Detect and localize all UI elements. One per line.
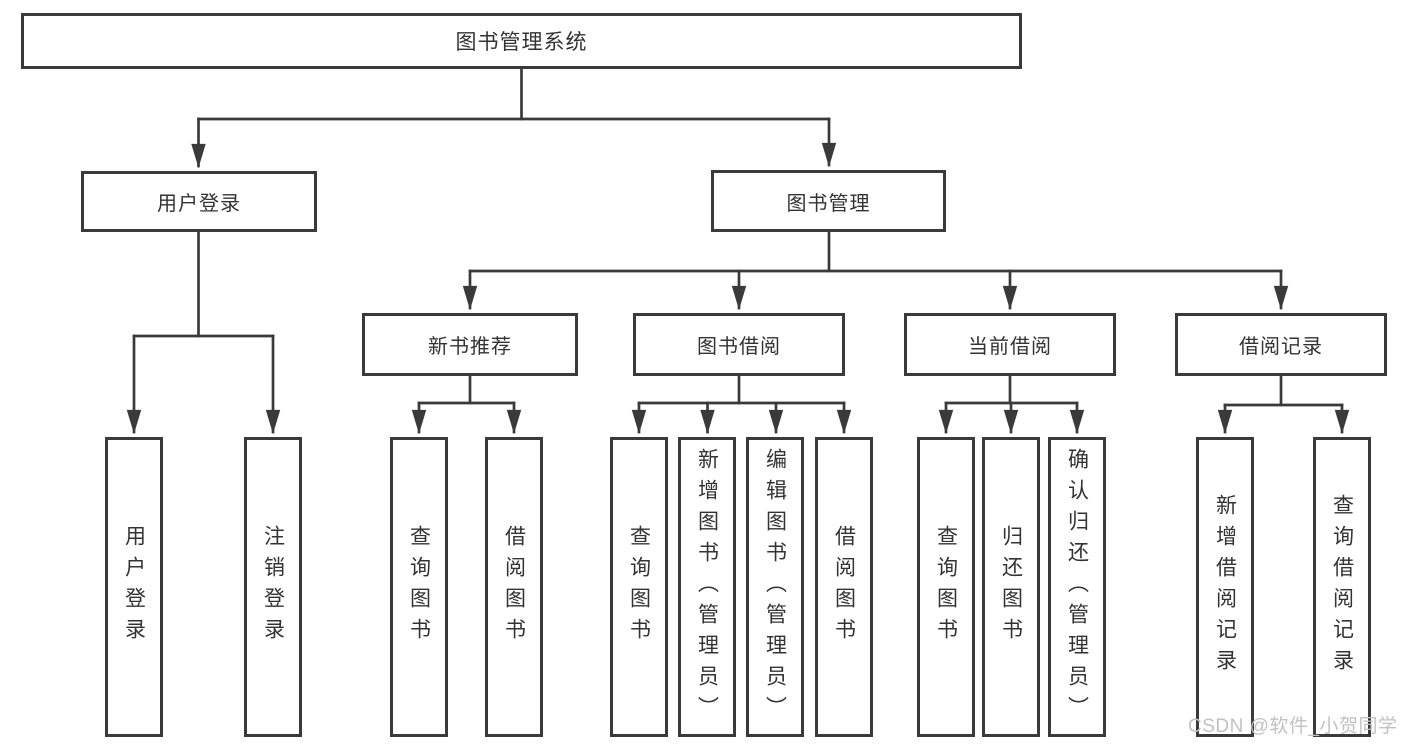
node-user-login-label: 用户登录 [157, 193, 241, 215]
root-node-label: 图书管理系统 [455, 31, 588, 54]
node-borrowing-records-label: 借阅记录 [1239, 336, 1323, 358]
leaf-label: 查询借阅记录 [1330, 494, 1354, 680]
leaf-logout: 注销登录 [244, 437, 302, 737]
leaf-label: 注销登录 [261, 525, 285, 649]
leaf-borrow-books-borrowing: 借阅图书 [815, 437, 873, 737]
leaf-query-books-recommend: 查询图书 [390, 437, 448, 737]
node-library-management-system: 图书管理系统 [21, 13, 1022, 69]
leaf-borrow-books-recommend: 借阅图书 [485, 437, 543, 737]
node-book-borrowing: 图书借阅 [633, 313, 845, 376]
leaf-edit-book-admin: 编辑图书（管理员） [746, 437, 804, 737]
csdn-watermark: CSDN @软件_小贺同学 [1188, 716, 1398, 737]
leaf-query-borrow-record: 查询借阅记录 [1313, 437, 1371, 737]
node-book-borrowing-label: 图书借阅 [697, 336, 781, 358]
leaf-label: 借阅图书 [832, 525, 856, 649]
leaf-label: 新增借阅记录 [1213, 494, 1237, 680]
leaf-label: 查询图书 [407, 525, 431, 649]
leaf-label: 确认归还（管理员） [1065, 447, 1089, 727]
leaf-label: 用户登录 [122, 525, 146, 649]
leaf-add-book-admin: 新增图书（管理员） [678, 437, 736, 737]
connector-book-management [462, 230, 1289, 310]
node-book-management-label: 图书管理 [786, 192, 871, 215]
connector-book-borrowing [631, 374, 852, 434]
leaf-return-books: 归还图书 [982, 437, 1040, 737]
leaf-label: 新增图书（管理员） [695, 447, 719, 727]
leaf-user-login: 用户登录 [105, 437, 163, 737]
connector-new-book-recommendation [411, 374, 522, 434]
leaf-query-books-borrowing: 查询图书 [610, 437, 668, 737]
node-current-borrowing-label: 当前借阅 [968, 336, 1052, 358]
leaf-label: 查询图书 [627, 525, 651, 649]
connector-root [191, 67, 837, 168]
node-user-login: 用户登录 [81, 171, 317, 232]
leaf-label: 归还图书 [999, 525, 1023, 649]
leaf-label: 查询图书 [934, 525, 958, 649]
leaf-label: 编辑图书（管理员） [763, 447, 787, 727]
node-new-book-recommendation-label: 新书推荐 [428, 336, 512, 358]
connector-current-borrowing [938, 374, 1085, 434]
connector-borrowing-records [1217, 374, 1350, 434]
connector-user-login [126, 230, 281, 434]
leaf-confirm-return-admin: 确认归还（管理员） [1048, 437, 1106, 737]
node-borrowing-records: 借阅记录 [1175, 313, 1387, 376]
leaf-query-books-current: 查询图书 [917, 437, 975, 737]
node-book-management: 图书管理 [711, 170, 946, 232]
node-new-book-recommendation: 新书推荐 [362, 313, 578, 376]
leaf-add-borrow-record: 新增借阅记录 [1196, 437, 1254, 737]
leaf-label: 借阅图书 [502, 525, 526, 649]
node-current-borrowing: 当前借阅 [904, 313, 1116, 376]
